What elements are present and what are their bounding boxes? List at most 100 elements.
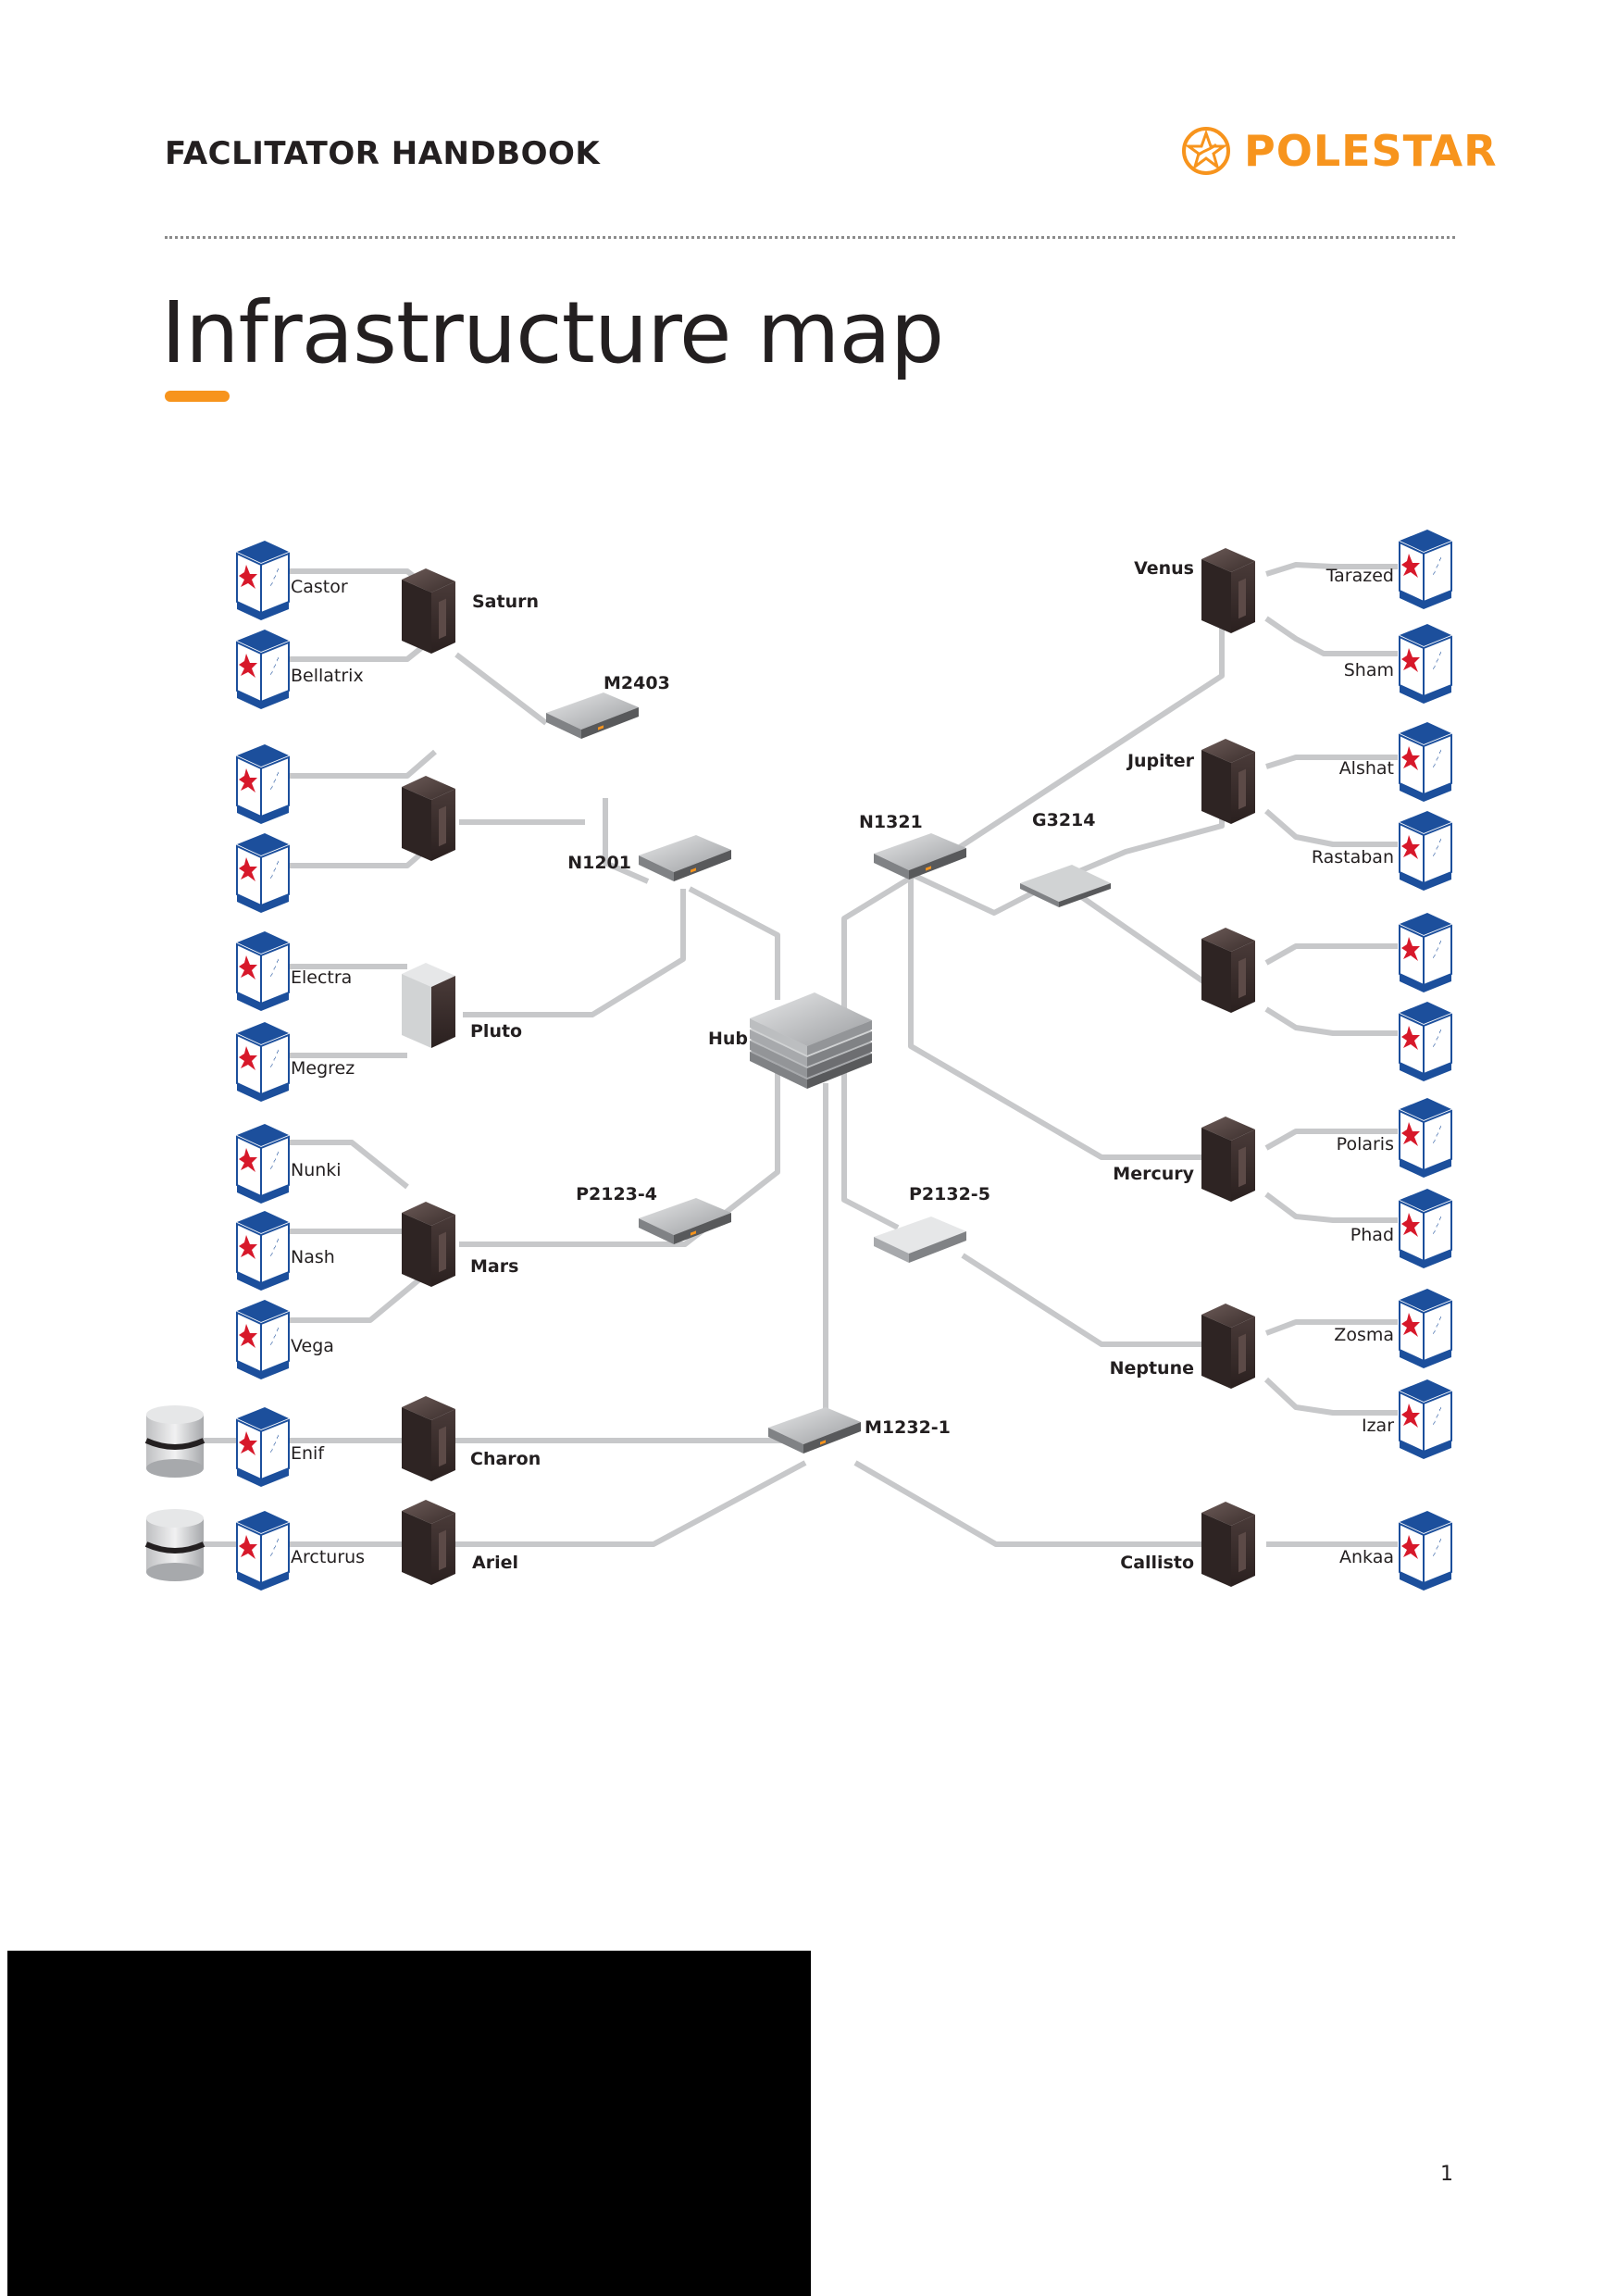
database-icon — [146, 1509, 204, 1581]
link-28 — [1264, 943, 1398, 966]
network-links — [204, 562, 1398, 1547]
link-8 — [463, 889, 686, 1017]
client-label: Arcturus — [291, 1547, 365, 1567]
server-callisto-icon — [1201, 1502, 1255, 1587]
server-charon-icon — [402, 1396, 455, 1481]
server-label: Charon — [470, 1449, 541, 1469]
client-workstation-icon — [1399, 1510, 1452, 1591]
client-workstation-icon — [1399, 721, 1452, 803]
client-label: Alshat — [1339, 758, 1394, 779]
link-23 — [1264, 616, 1398, 656]
client-workstation-icon — [236, 1406, 290, 1488]
client-workstation-icon — [1399, 529, 1452, 610]
client-workstation-icon — [236, 743, 290, 825]
link-29 — [1264, 1006, 1398, 1036]
switch-label: P2132-5 — [909, 1184, 990, 1204]
link-3 — [454, 652, 548, 726]
client-label: Rastaban — [1312, 847, 1394, 867]
client-label: Sham — [1344, 660, 1394, 680]
client-label: Izar — [1362, 1416, 1394, 1436]
page-number: 1 — [1440, 2163, 1453, 2186]
client-workstation-icon — [1399, 1001, 1452, 1082]
switch-label: M2403 — [604, 673, 670, 693]
client-workstation-icon — [236, 832, 290, 914]
link-4 — [603, 798, 650, 884]
server-jupiter-icon — [1201, 739, 1255, 824]
switch-n1201-icon — [639, 835, 731, 881]
switch-label: N1201 — [567, 853, 631, 873]
link-12 — [289, 1140, 409, 1190]
switch-label: N1321 — [859, 812, 923, 832]
link-14 — [289, 1264, 437, 1323]
polestar-logo-icon — [1182, 127, 1230, 175]
client-workstation-icon — [236, 1021, 290, 1103]
client-label: Electra — [291, 967, 352, 988]
header-divider — [165, 236, 1455, 239]
link-27 — [1063, 882, 1224, 997]
client-label: Phad — [1350, 1225, 1394, 1245]
client-workstation-icon — [236, 540, 290, 621]
client-workstation-icon — [1399, 1188, 1452, 1269]
client-workstation-icon — [1399, 1379, 1452, 1460]
brand-name: POLESTAR — [1244, 126, 1498, 176]
client-label: Megrez — [291, 1058, 355, 1079]
server-label: Ariel — [472, 1553, 518, 1573]
database-icon — [146, 1405, 204, 1478]
redacted-block — [7, 1951, 811, 2296]
client-label: Vega — [291, 1336, 334, 1356]
server-pluto-icon — [402, 963, 455, 1048]
client-label: Castor — [291, 577, 348, 597]
server-mars-icon — [402, 1202, 455, 1287]
link-19 — [289, 1460, 807, 1547]
hub-label: Hub — [708, 1029, 748, 1049]
server-label: Saturn — [472, 592, 539, 612]
server-unlabeled-right-icon — [1201, 928, 1255, 1013]
switch-p2123-4-icon — [639, 1198, 731, 1244]
client-label: Ankaa — [1339, 1547, 1394, 1567]
client-workstation-icon — [1399, 912, 1452, 993]
link-36 — [1263, 1377, 1398, 1416]
link-15 — [459, 1065, 780, 1247]
switch-m2403-icon — [546, 693, 639, 739]
client-workstation-icon — [236, 629, 290, 710]
link-34 — [961, 1253, 1222, 1347]
switch-label: M1232-1 — [865, 1417, 951, 1438]
client-workstation-icon — [236, 930, 290, 1012]
server-label: Mars — [470, 1256, 518, 1277]
server-ariel-icon — [402, 1500, 455, 1585]
switch-n1321-icon — [874, 833, 966, 880]
client-workstation-icon — [1399, 810, 1452, 892]
client-workstation-icon — [1399, 1097, 1452, 1179]
client-workstation-icon — [1399, 1288, 1452, 1369]
server-label: Pluto — [470, 1021, 522, 1042]
hub-icon — [750, 992, 872, 1089]
client-label: Bellatrix — [291, 666, 364, 686]
server-label: Neptune — [1110, 1358, 1194, 1379]
server-unlabeled-left-icon — [402, 776, 455, 861]
link-22 — [1265, 562, 1398, 577]
switch-label: G3214 — [1032, 810, 1095, 830]
switch-label: P2123-4 — [576, 1184, 657, 1204]
client-label: Nunki — [291, 1160, 342, 1180]
client-workstation-icon — [1399, 623, 1452, 705]
server-label: Mercury — [1113, 1164, 1194, 1184]
client-workstation-icon — [236, 1123, 290, 1204]
link-35 — [1264, 1319, 1398, 1336]
client-workstation-icon — [236, 1510, 290, 1591]
link-32 — [1264, 1192, 1398, 1223]
client-workstation-icon — [236, 1299, 290, 1380]
switch-g3214-icon — [1020, 865, 1111, 907]
client-label: Polaris — [1337, 1134, 1394, 1154]
link-33 — [841, 1083, 900, 1230]
link-26 — [1264, 808, 1398, 847]
server-label: Jupiter — [1126, 751, 1195, 771]
link-25 — [1265, 755, 1398, 769]
server-venus-icon — [1201, 548, 1255, 633]
client-label: Nash — [291, 1247, 335, 1267]
client-workstation-icon — [236, 1210, 290, 1292]
link-11 — [688, 886, 780, 1000]
client-label: Zosma — [1334, 1325, 1394, 1345]
server-label: Venus — [1134, 558, 1194, 579]
